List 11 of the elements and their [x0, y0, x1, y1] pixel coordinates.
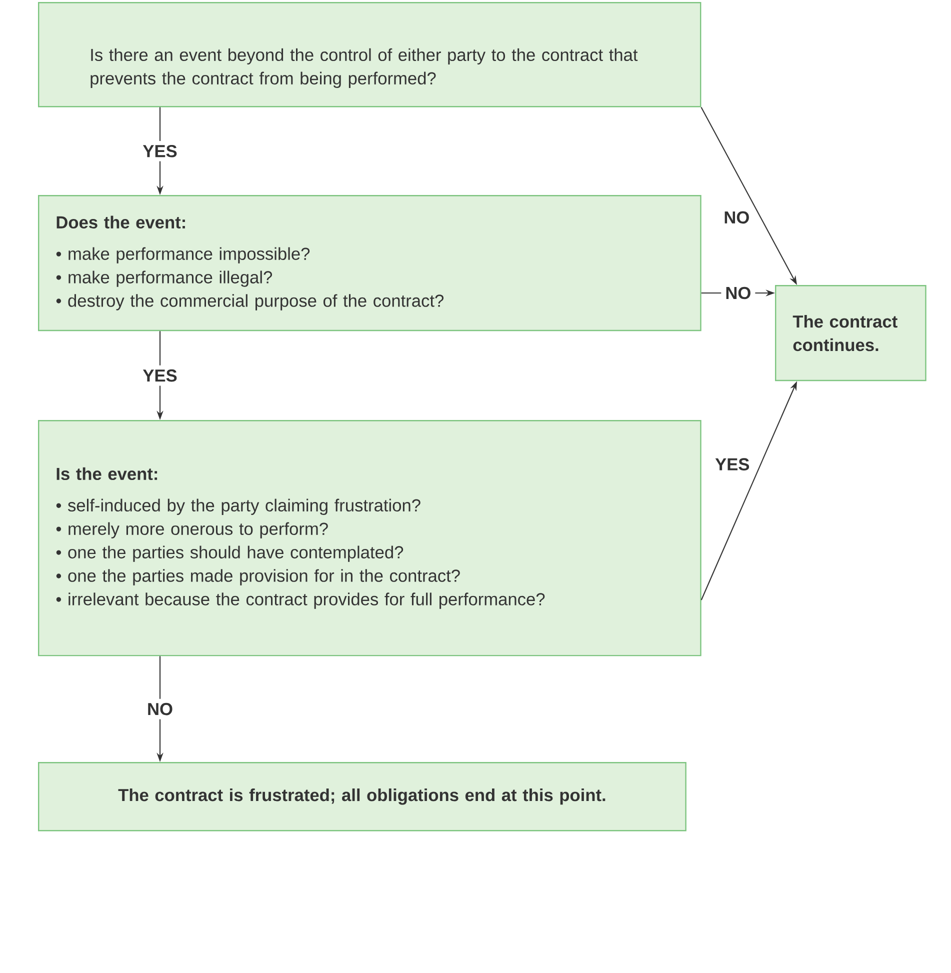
result-box: The contract is frustrated; all obligations end at this point. — [38, 762, 686, 832]
question-box: Is there an event beyond the control of either party to the contract that prevents the contract from being performed? — [38, 2, 702, 108]
result-box: The contract continues. — [775, 285, 926, 382]
question-box: Does the event: • make performance impossible? • make performance illegal? • destroy the commercial purpose of the contract? — [38, 195, 702, 332]
edge-label: YES — [715, 458, 750, 470]
edge-label: NO — [724, 211, 749, 224]
question-box: Is the event: • self-induced by the party claiming frustration? • merely more onerous to perform? • one the parties should have contemplated? • one the parties made provision for in the contract? • irrelevant because the contract provides for full performance? — [38, 420, 702, 656]
edge-label: NO — [721, 282, 756, 304]
edge-label: NO — [143, 698, 177, 720]
edge-label: YES — [138, 140, 182, 162]
edge-label: YES — [138, 365, 182, 386]
